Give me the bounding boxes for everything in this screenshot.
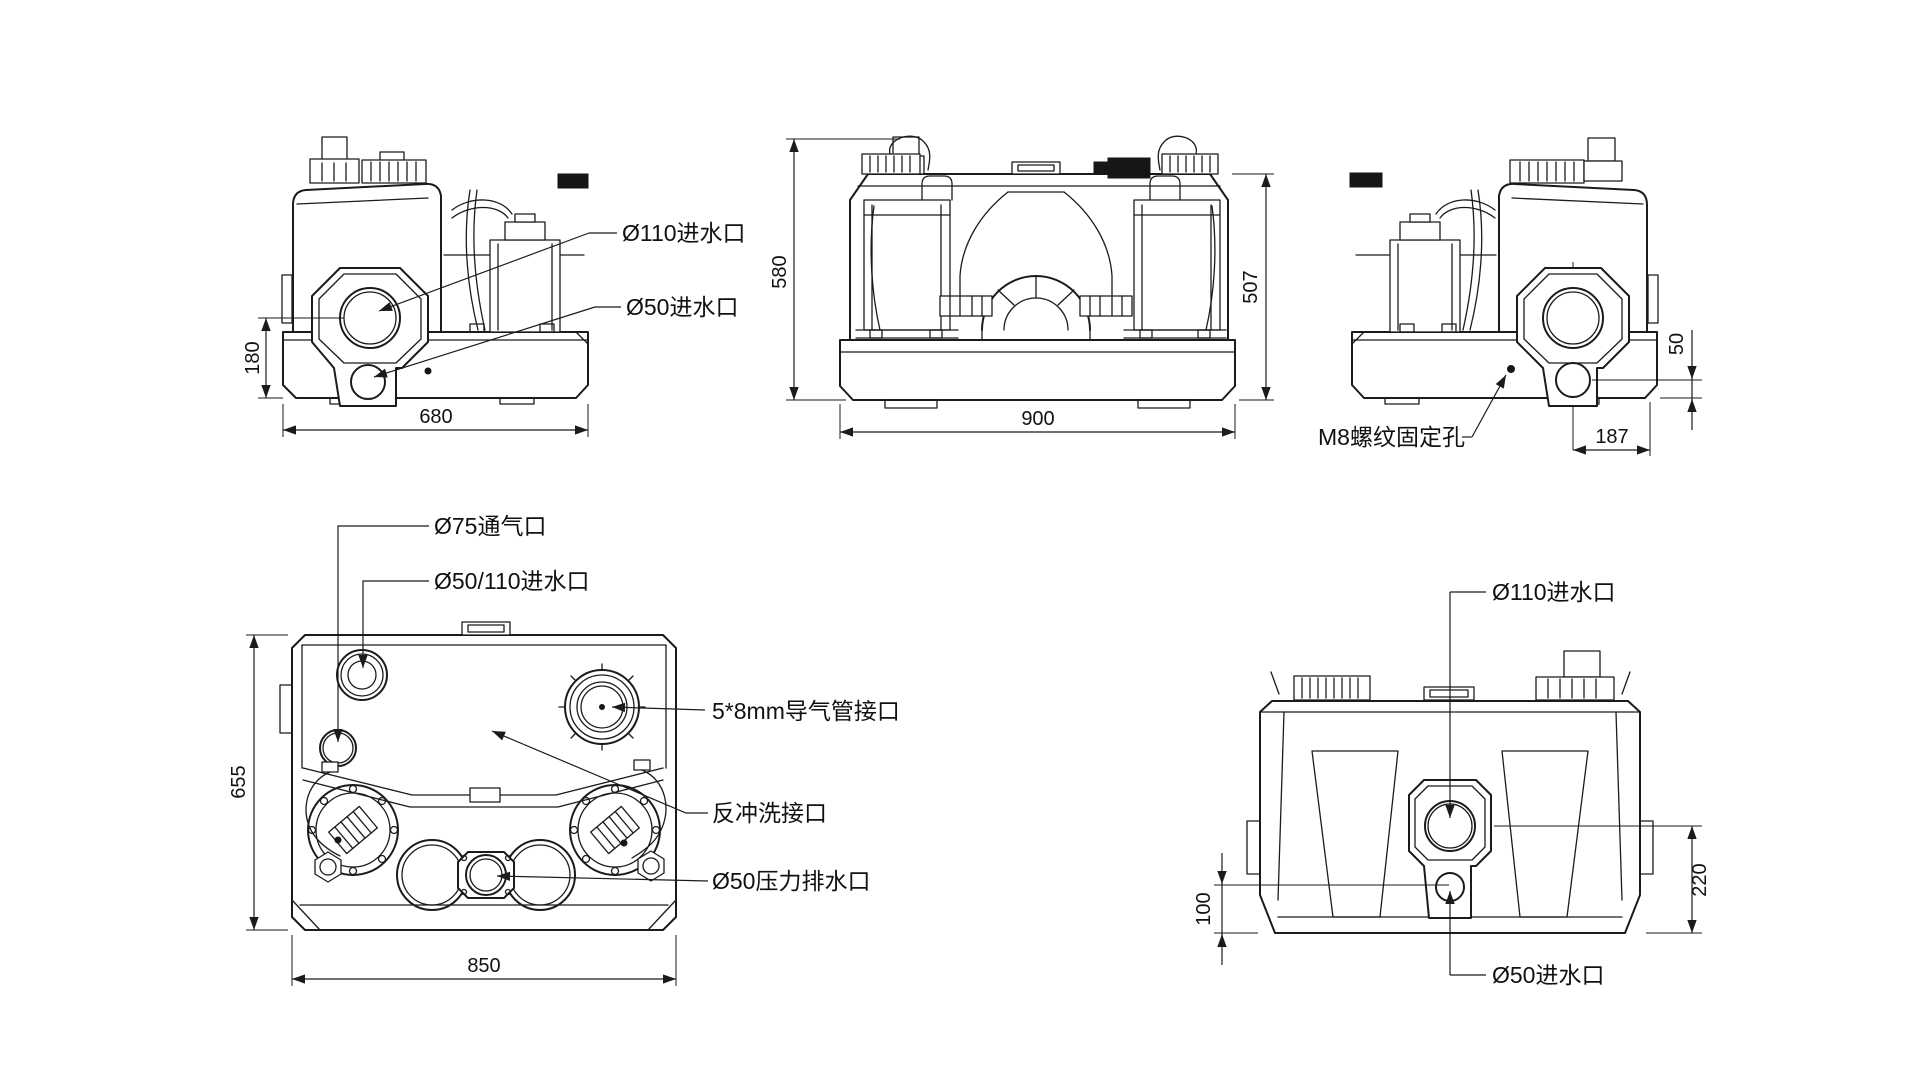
label-m8-text: M8螺纹固定孔 [1318, 424, 1465, 450]
label-air-tube: 5*8mm导气管接口 [611, 698, 900, 724]
dim-187-text: 187 [1595, 426, 1628, 448]
label-inlet-110: Ø110进水口 [1445, 579, 1616, 818]
label-backflush: 反冲洗接口 [491, 730, 827, 826]
top-fixtures [1270, 650, 1631, 701]
pump-right [1093, 135, 1227, 339]
view-top: 655 850 Ø75通气口 Ø50/110进水口 5*8mm导气管接口 反冲洗… [228, 513, 900, 986]
inlet-ring-50-110 [336, 649, 388, 701]
dim-50-text: 50 [1666, 333, 1688, 355]
dim-180: 180 [242, 317, 344, 399]
center-port [1423, 686, 1475, 701]
label-vent-75-text: Ø75通气口 [434, 513, 546, 539]
dim-900-text: 900 [1021, 408, 1054, 430]
base [839, 339, 1236, 409]
dim-220: 220 [1494, 825, 1711, 934]
hex-plug-right [637, 850, 665, 882]
label-air-tube-text: 5*8mm导气管接口 [712, 698, 900, 724]
view-rear: Ø110进水口 Ø50进水口 100 220 [1193, 579, 1711, 988]
top-caps [1509, 137, 1623, 184]
label-inlet-50-text: Ø50进水口 [626, 294, 738, 320]
side-tab [279, 684, 293, 734]
dim-655: 655 [228, 634, 288, 931]
label-backflush-text: 反冲洗接口 [712, 800, 827, 826]
air-tube-connector [558, 663, 646, 751]
pump [443, 173, 589, 333]
label-inlet-110-text: Ø110进水口 [1492, 579, 1616, 605]
label-inlet-50-text: Ø50进水口 [1492, 962, 1604, 988]
inlet-boss [1507, 262, 1630, 450]
label-drain-50-text: Ø50压力排水口 [712, 868, 870, 894]
top-caps [309, 136, 427, 184]
label-inlet-50-110-text: Ø50/110进水口 [434, 568, 590, 594]
top-port [461, 621, 511, 636]
label-vent-75: Ø75通气口 [333, 513, 546, 742]
label-inlet-50-110: Ø50/110进水口 [358, 568, 590, 668]
dim-850: 850 [291, 935, 677, 986]
label-m8-hole: M8螺纹固定孔 [1318, 374, 1507, 450]
label-drain-50: Ø50压力排水口 [496, 868, 870, 894]
dim-655-text: 655 [228, 765, 250, 798]
inlet-boss [1408, 779, 1492, 919]
side-tab [281, 274, 293, 324]
inlet-50-circle [350, 364, 386, 400]
dim-100: 100 [1193, 853, 1449, 965]
tank-outline [279, 621, 677, 931]
view-side-right: M8螺纹固定孔 50 187 [1318, 137, 1702, 456]
inlet-circle-large [1542, 287, 1604, 349]
dim-680: 680 [282, 404, 589, 437]
pump [1349, 172, 1497, 333]
pump-fitting [1349, 172, 1383, 188]
side-tab-left [1246, 820, 1261, 875]
side-tab [1647, 274, 1659, 324]
hex-plug-left [314, 851, 342, 883]
drain-assembly [396, 839, 576, 911]
m8-hole-dot [424, 367, 432, 375]
vent-cap [1563, 650, 1601, 678]
dim-220-text: 220 [1689, 863, 1711, 896]
hoses [305, 759, 667, 859]
dim-850-text: 850 [467, 955, 500, 977]
pump-fitting [557, 173, 589, 189]
dim-180-text: 180 [242, 341, 264, 374]
dim-580: 580 [769, 138, 900, 401]
view-front: 580 507 900 [769, 135, 1274, 439]
label-inlet-50: Ø50进水口 [1445, 891, 1604, 988]
dim-900: 900 [839, 404, 1236, 439]
pump-left [855, 135, 959, 339]
dim-50: 50 [1592, 330, 1702, 430]
dim-580-text: 580 [769, 255, 791, 288]
dim-100-text: 100 [1193, 892, 1215, 925]
inlet-circle-small [1555, 362, 1591, 398]
view-side-left: 180 680 Ø110进水口 Ø50进水口 [242, 136, 746, 437]
dim-507: 507 [1232, 173, 1274, 401]
pump-flange-right [569, 784, 661, 876]
manifold [939, 161, 1133, 341]
dim-507-text: 507 [1240, 270, 1262, 303]
pump-fitting [1107, 157, 1151, 179]
label-inlet-110: Ø110进水口 [378, 220, 746, 312]
side-tab-right [1639, 820, 1654, 875]
dim-680-text: 680 [419, 406, 452, 428]
recesses [1311, 750, 1589, 918]
m8-hole-dot [1507, 365, 1515, 373]
label-inlet-50: Ø50进水口 [373, 294, 738, 378]
label-inlet-110-text: Ø110进水口 [622, 220, 746, 246]
dim-187: 187 [1573, 402, 1651, 456]
